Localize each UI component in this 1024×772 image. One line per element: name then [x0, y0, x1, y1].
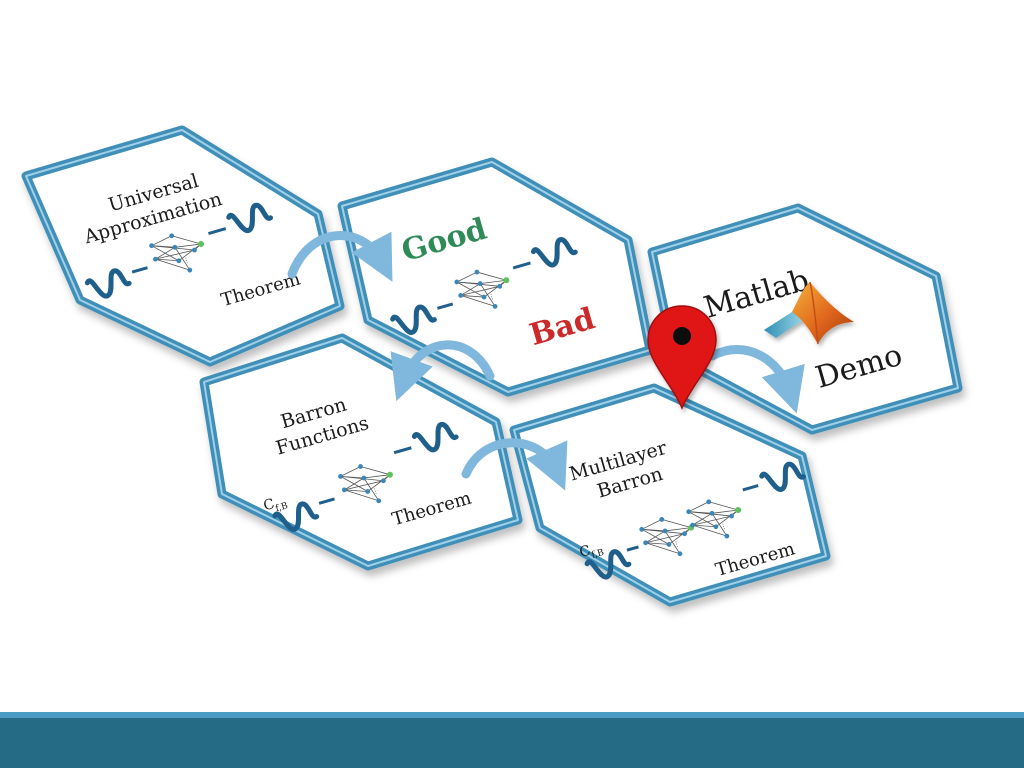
connector-dash	[318, 497, 335, 505]
curved-arrow-icon	[287, 231, 393, 282]
barron-constant: Cf,B	[262, 492, 290, 517]
connector-dash	[742, 484, 759, 492]
footer-stripe	[0, 712, 1024, 718]
tile-barron-functions	[199, 333, 523, 571]
connector-dash	[512, 261, 531, 270]
multilayer-constant: Cf,B	[578, 539, 606, 564]
curved-arrow-icon	[390, 340, 495, 402]
connector-dash	[393, 446, 412, 455]
curved-arrow-icon	[461, 438, 568, 491]
connector-dash	[131, 266, 148, 274]
connector-dash	[436, 302, 454, 310]
curved-arrow-icon	[707, 345, 805, 414]
tile-multilayer-barron	[509, 383, 831, 607]
connector-dash	[208, 227, 227, 235]
connector-dash	[626, 545, 639, 552]
footer-band	[0, 718, 1024, 768]
location-pin-icon	[647, 305, 717, 410]
matlab-logo-icon	[764, 281, 854, 345]
